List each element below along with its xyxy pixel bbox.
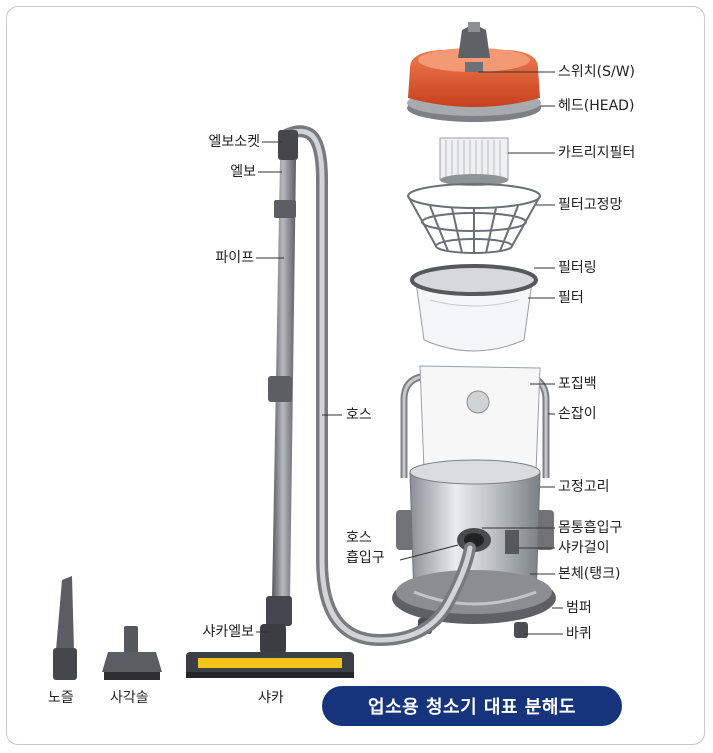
filter-part bbox=[410, 264, 538, 352]
label-bumper: 범퍼 bbox=[566, 600, 592, 616]
label-filter-fix-net: 필터고정망 bbox=[558, 197, 623, 213]
shaka-part bbox=[186, 624, 354, 678]
label-shaka-hanger: 샤카걸이 bbox=[558, 540, 610, 556]
filter-ring-part bbox=[410, 264, 538, 296]
shaka-elbow-part bbox=[266, 596, 292, 626]
label-pipe: 파이프 bbox=[215, 250, 254, 266]
switch-part bbox=[465, 62, 483, 72]
label-hose-inlet-1: 호스 bbox=[346, 530, 372, 546]
label-square-brush: 사각솔 bbox=[110, 690, 149, 706]
label-switch: 스위치(S/W) bbox=[558, 64, 636, 80]
label-head: 헤드(HEAD) bbox=[558, 98, 635, 114]
label-hose-inlet-2: 흡입구 bbox=[346, 550, 385, 566]
label-body-inlet: 몸통흡입구 bbox=[558, 520, 623, 536]
label-shaka-elbow: 샤카엘보 bbox=[202, 624, 254, 640]
label-wheel: 바퀴 bbox=[566, 626, 592, 642]
cartridge-filter-part bbox=[439, 137, 509, 186]
label-filter-ring: 필터링 bbox=[558, 260, 597, 276]
label-elbow: 엘보 bbox=[230, 164, 256, 180]
square-brush-part bbox=[102, 626, 162, 680]
filter-fix-net-part bbox=[407, 183, 541, 254]
label-filter: 필터 bbox=[558, 290, 584, 306]
nozzle-part bbox=[53, 576, 77, 680]
pipe-part bbox=[266, 130, 298, 626]
bumper-part bbox=[392, 570, 556, 624]
elbow-socket-part bbox=[278, 130, 298, 160]
label-fixing-ring: 고정고리 bbox=[558, 479, 610, 495]
label-cartridge-filter: 카트리지필터 bbox=[558, 145, 636, 161]
head-part bbox=[407, 22, 541, 122]
diagram-frame bbox=[6, 6, 705, 745]
leader-lines bbox=[256, 71, 563, 635]
label-elbow-socket: 엘보소켓 bbox=[208, 134, 260, 150]
collection-bag-part bbox=[419, 365, 541, 473]
label-handle: 손잡이 bbox=[558, 406, 597, 422]
label-shaka: 샤카 bbox=[258, 690, 284, 706]
label-body-tank: 본체(탱크) bbox=[558, 566, 621, 582]
label-nozzle: 노즐 bbox=[48, 690, 74, 706]
label-hose: 호스 bbox=[346, 407, 372, 423]
label-collection-bag: 포집백 bbox=[558, 376, 597, 392]
diagram-title: 업소용 청소기 대표 분해도 bbox=[322, 686, 622, 726]
shaka-hanger-part bbox=[505, 530, 519, 554]
